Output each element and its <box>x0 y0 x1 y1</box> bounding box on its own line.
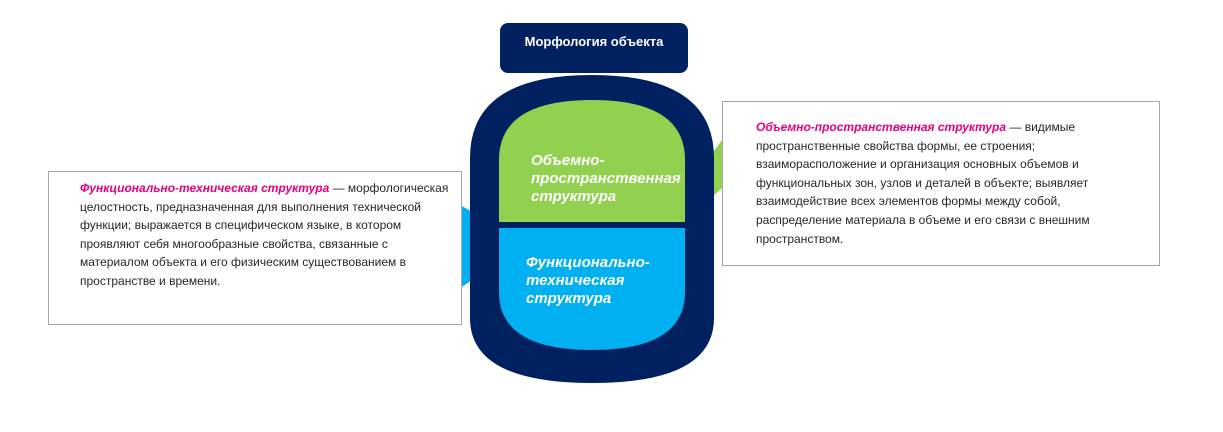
volume-structure-term: Объемно-пространственная структура <box>756 120 1007 134</box>
functional-structure-description: Функционально-техническая структура — мо… <box>48 171 462 325</box>
functional-structure-term: Функционально-техническая структура <box>80 181 330 195</box>
functional-structure-shape <box>499 228 685 350</box>
volume-structure-label: Объемно- пространственная структура <box>531 152 681 206</box>
volume-structure-label-text: Объемно- пространственная структура <box>531 152 681 205</box>
diagram-title: Морфология объекта <box>524 34 664 49</box>
functional-structure-label-text: Функционально- техническая структура <box>526 254 650 307</box>
volume-structure-shape <box>499 100 685 222</box>
volume-structure-text: — видимые пространственные свойства форм… <box>756 120 1090 246</box>
functional-structure-text: — морфологическая целостность, предназна… <box>80 181 449 288</box>
volume-structure-description: Объемно-пространственная структура — вид… <box>722 101 1160 266</box>
functional-structure-label: Функционально- техническая структура <box>526 254 666 308</box>
title-pill <box>500 23 688 73</box>
